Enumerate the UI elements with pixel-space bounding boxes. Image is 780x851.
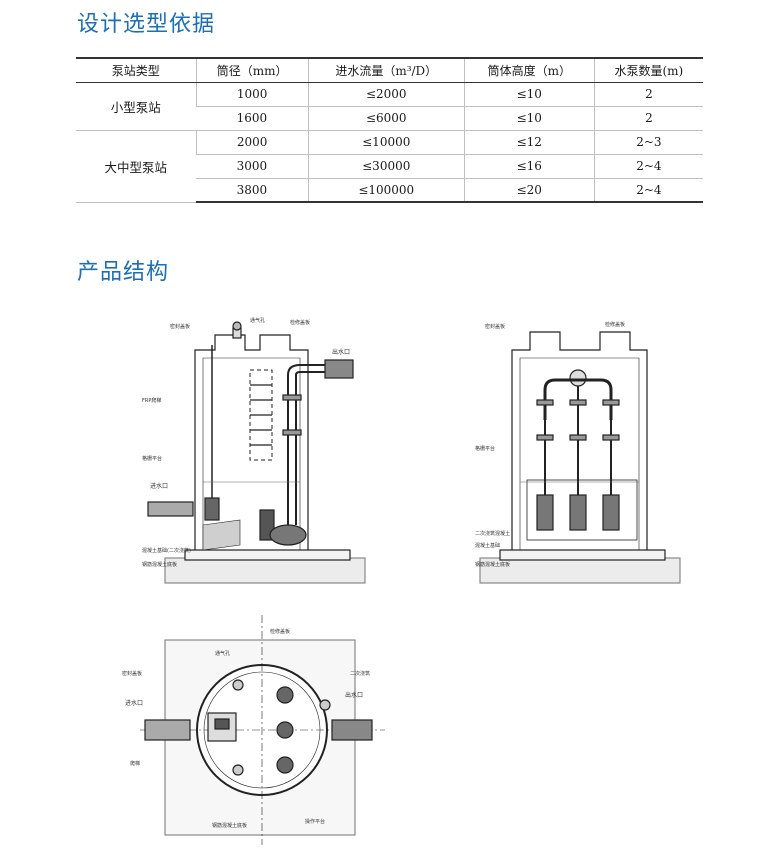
elevation-diagram-multi: 密封盖板 检修盖板 格栅平台 二次浇筑混凝土 混凝土基础 钢筋混凝土底板 [475,321,681,584]
col-header-flow: 进水流量（m³/D） [307,57,465,83]
cell-diameter: 3800 [196,178,309,203]
callout-label: 钢筋混凝土底板 [475,561,510,568]
table-row: 1600 ≤6000 ≤10 2 [76,106,703,131]
callout-label: 格栅平台 [142,455,162,462]
callout-label: 操作平台 [305,818,325,825]
cell-flow: ≤6000 [307,106,465,131]
callout-label: 二次浇筑 [350,670,370,677]
callout-label: 密封盖板 [170,323,190,330]
callout-label: 检修盖板 [290,319,310,326]
section-title-design-basis: 设计选型依据 [77,12,216,37]
cell-pumps: 2 [593,106,703,131]
table-row: 3000 ≤30000 ≤16 2~4 [76,154,703,179]
table-row: 3800 ≤100000 ≤20 2~4 [76,178,703,203]
callout-label: 密封盖板 [122,670,142,677]
callout-label: 格栅平台 [475,445,495,452]
callout-label: 检修盖板 [270,628,290,635]
callout-label: 通气孔 [215,650,230,657]
cell-flow: ≤30000 [307,154,465,179]
cell-diameter: 3000 [196,154,309,179]
cell-pumps: 2~3 [593,130,703,155]
outlet-label: 出水口 [345,691,363,699]
cell-pumps: 2~4 [593,154,703,179]
plan-view-diagram: 进水口 出水口 通气孔 检修盖板 密封盖板 爬梯 操作平台 二次浇筑 钢筋混凝土… [122,615,385,845]
spec-table: 泵站类型 筒径（mm） 进水流量（m³/D） 筒体高度（m） 水泵数量(m) 小… [76,57,703,203]
cell-diameter: 2000 [195,130,309,155]
cell-flow: ≤2000 [307,82,465,107]
col-header-height: 筒体高度（m） [463,57,595,83]
callout-label: FRP爬梯 [142,397,161,404]
callout-label: 爬梯 [130,760,140,767]
callout-label: 通气孔 [250,317,265,324]
table-header-row: 泵站类型 筒径（mm） 进水流量（m³/D） 筒体高度（m） 水泵数量(m) [76,57,703,83]
callout-label: 混凝土基础 [475,542,500,549]
inlet-label: 进水口 [125,699,143,707]
col-header-type: 泵站类型 [76,57,196,83]
cell-pumps: 2 [593,82,703,107]
cell-height: ≤12 [463,130,595,155]
cell-height: ≤10 [463,82,595,107]
table-row: 大中型泵站 2000 ≤10000 ≤12 2~3 [76,130,703,203]
cell-height: ≤10 [463,106,595,131]
cell-diameter: 1000 [195,82,309,107]
callout-label: 检修盖板 [605,321,625,328]
callout-label: 密封盖板 [485,323,505,330]
cell-flow: ≤100000 [307,178,465,203]
cell-flow: ≤10000 [307,130,465,155]
callout-label: 钢筋混凝土底板 [212,822,247,829]
group-label-small: 小型泵站 [76,82,196,131]
col-header-pumps: 水泵数量(m) [593,57,703,83]
elevation-diagram-single: 进水口 出水口 密封盖板 通气孔 检修盖板 FRP爬梯 格栅平台 混凝土基础(二… [142,317,366,584]
cell-height: ≤16 [463,154,595,179]
table-row: 小型泵站 1000 ≤2000 ≤10 2 [76,82,703,131]
callout-label: 混凝土基础(二次浇筑) [142,547,191,554]
cell-pumps: 2~4 [593,178,703,203]
inlet-label: 进水口 [150,482,168,490]
col-header-diameter: 筒径（mm） [195,57,309,83]
group-label-large: 大中型泵站 [76,130,196,203]
callout-label: 二次浇筑混凝土 [475,530,510,537]
outlet-label: 出水口 [332,348,350,356]
section-title-structure: 产品结构 [77,260,170,285]
cell-diameter: 1600 [196,106,309,131]
cell-height: ≤20 [463,178,595,203]
callout-label: 钢筋混凝土底板 [142,561,177,568]
